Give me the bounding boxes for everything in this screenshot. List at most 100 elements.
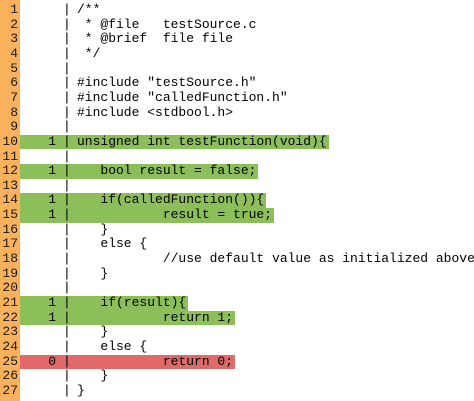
code-line: 12 1 | bool result = false; <box>0 164 474 179</box>
source-code-text: bool result = false; <box>77 163 257 179</box>
line-number: 23 <box>2 324 18 340</box>
source-code-text: * @brief file file <box>77 31 234 47</box>
source-code-text: else { <box>77 236 148 252</box>
execution-count: 1 <box>48 163 56 179</box>
line-number: 18 <box>2 251 18 267</box>
code-line: 20 | <box>0 281 474 296</box>
line-number: 1 <box>10 2 18 17</box>
column-separator: | <box>63 280 71 296</box>
column-separator: | <box>63 2 71 17</box>
source-code-text: } <box>77 265 109 281</box>
column-separator: | <box>63 236 71 252</box>
column-separator: | <box>63 16 71 32</box>
column-separator: | <box>63 324 71 340</box>
code-line: 23 | } <box>0 325 474 340</box>
column-separator: | <box>63 251 71 267</box>
line-number: 12 <box>2 163 18 179</box>
column-separator: | <box>63 148 71 164</box>
column-separator: | <box>63 295 71 310</box>
code-line: 6|#include "testSource.h" <box>0 76 474 91</box>
source-code-text: #include "testSource.h" <box>77 75 257 91</box>
code-line: 15 1 | result = true; <box>0 208 474 223</box>
line-number: 15 <box>2 207 18 223</box>
column-separator: | <box>63 353 71 369</box>
source-code-text: result = true; <box>77 207 273 223</box>
code-line: 26 | } <box>0 369 474 384</box>
line-number: 3 <box>10 31 18 47</box>
code-line: 3| * @brief file file <box>0 32 474 47</box>
line-number: 22 <box>2 309 18 325</box>
line-number: 7 <box>10 89 18 105</box>
source-code-text: } <box>77 382 85 398</box>
source-code-text: } <box>77 324 109 340</box>
code-line: 1 | /** <box>0 2 474 18</box>
code-line: 10 1 | unsigned int testFunction(void){ <box>0 133 474 150</box>
column-separator: | <box>63 133 71 149</box>
code-line: 11 | <box>0 148 474 165</box>
execution-count: 1 <box>48 192 56 208</box>
line-number: 26 <box>2 368 18 384</box>
code-line: 8|#include <stdbool.h> <box>0 105 474 121</box>
execution-count: 1 <box>48 133 56 149</box>
line-number: 5 <box>10 60 18 76</box>
line-number: 10 <box>2 133 18 149</box>
code-line: 16 | } <box>0 221 474 238</box>
covered-highlight <box>20 208 274 223</box>
code-line: 7|#include "calledFunction.h" <box>0 89 474 106</box>
source-code-text: if(result){ <box>77 295 187 310</box>
column-separator: | <box>63 192 71 208</box>
source-code-text: return 0; <box>77 353 234 369</box>
code-line: 24| else { <box>0 338 474 355</box>
column-separator: | <box>63 309 71 325</box>
line-number: 20 <box>2 280 18 296</box>
code-line: 27|} <box>0 382 474 399</box>
column-separator: | <box>63 338 71 354</box>
source-code-text: } <box>77 221 109 237</box>
column-separator: | <box>63 265 71 281</box>
source-code-text: return 1; <box>77 309 234 325</box>
column-separator: | <box>63 60 71 76</box>
source-code-text: } <box>77 368 109 384</box>
line-number: 14 <box>2 192 18 208</box>
column-separator: | <box>63 177 71 193</box>
column-separator: | <box>63 221 71 237</box>
source-code-text: unsigned int testFunction(void){ <box>77 133 327 149</box>
source-code-text: /** <box>77 2 101 17</box>
line-number-gutter <box>0 0 20 401</box>
execution-count: 1 <box>48 295 56 310</box>
line-number: 25 <box>2 353 18 369</box>
code-line: 19| } <box>0 265 474 282</box>
column-separator: | <box>63 382 71 398</box>
line-number: 13 <box>2 177 18 193</box>
covered-highlight <box>20 193 267 208</box>
source-code-text: * @file testSource.c <box>77 16 257 32</box>
column-separator: | <box>63 207 71 223</box>
code-line: 5| <box>0 60 474 77</box>
code-line: 2 | * @file testSource.c <box>0 16 474 33</box>
line-number: 2 <box>10 16 18 32</box>
column-separator: | <box>63 89 71 105</box>
covered-highlight <box>20 296 189 311</box>
code-line: 4| */ <box>0 45 474 62</box>
code-line: 9| <box>0 120 474 135</box>
line-number: 17 <box>2 236 18 252</box>
covered-highlight <box>20 134 329 150</box>
source-code-text: //use default value as initialized above <box>77 251 474 267</box>
column-separator: | <box>63 75 71 91</box>
covered-highlight <box>20 164 259 179</box>
line-number: 16 <box>2 221 18 237</box>
code-line: 17 | else { <box>0 237 474 252</box>
column-separator: | <box>63 163 71 179</box>
line-number: 24 <box>2 338 18 354</box>
code-line: 25 0 | return 0; <box>0 353 474 370</box>
line-number: 11 <box>2 148 18 164</box>
column-separator: | <box>63 368 71 384</box>
execution-count: 0 <box>48 353 56 369</box>
line-number: 9 <box>10 119 18 135</box>
column-separator: | <box>63 119 71 135</box>
execution-count: 1 <box>48 207 56 223</box>
source-code-text: */ <box>77 45 101 61</box>
